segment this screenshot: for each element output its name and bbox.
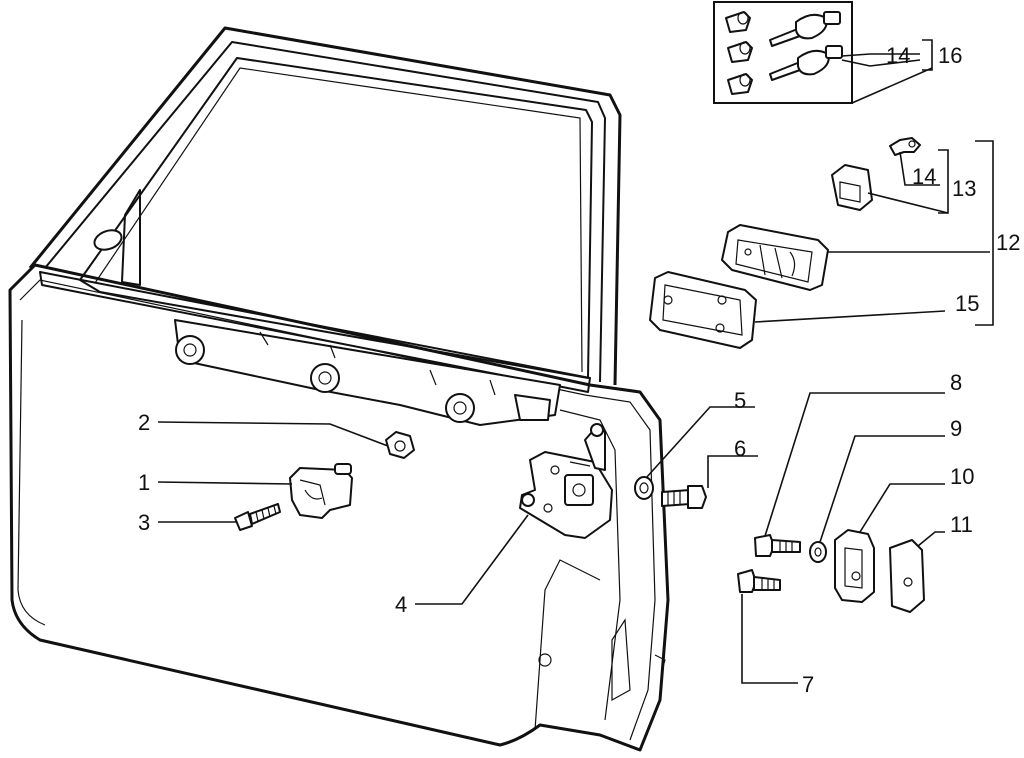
part-13-lock-button <box>831 164 873 211</box>
part-6-bolt <box>661 485 707 509</box>
callout-1: 1 <box>138 470 150 495</box>
regulator-rail <box>174 319 561 426</box>
lock-cylinder-2 <box>727 41 753 63</box>
part-3-screw <box>234 503 281 531</box>
part-2-nut <box>385 431 415 459</box>
callout-10: 10 <box>950 464 974 489</box>
callout-3: 3 <box>138 510 150 535</box>
callout-4: 4 <box>395 592 407 617</box>
callout-8: 8 <box>950 370 962 395</box>
part-9-washer <box>809 541 827 563</box>
callout-9: 9 <box>950 416 962 441</box>
callout-5: 5 <box>734 388 746 413</box>
lock-cylinder-3 <box>727 73 753 95</box>
callout-12: 12 <box>996 230 1020 255</box>
leader-lines <box>157 39 994 684</box>
callout-labels: 1 2 3 4 5 6 7 8 9 10 11 12 13 14 14 15 1… <box>138 43 1020 697</box>
window-frame <box>28 26 622 393</box>
callout-15: 15 <box>955 291 979 316</box>
part-8-bolt <box>754 534 801 557</box>
callout-16: 16 <box>938 43 962 68</box>
lock-cylinder-1 <box>725 11 751 33</box>
callout-7: 7 <box>802 672 814 697</box>
callout-2: 2 <box>138 410 150 435</box>
part-7-bolt <box>737 569 781 593</box>
key-kit-box <box>713 1 853 104</box>
part-11-plate <box>889 539 925 613</box>
part-4-door-latch <box>519 423 613 539</box>
callout-11: 11 <box>950 512 973 537</box>
part-1-handle-bracket <box>289 463 353 519</box>
callout-13: 13 <box>952 176 976 201</box>
part-12-inner-handle <box>721 224 829 291</box>
callout-6: 6 <box>734 436 746 461</box>
door-shell <box>8 263 670 752</box>
key-1 <box>769 11 841 47</box>
part-5-washer <box>634 476 654 500</box>
part-10-striker <box>834 529 875 603</box>
part-15-gasket <box>649 271 757 349</box>
callout-14-upper: 14 <box>886 43 910 68</box>
part-14-key <box>889 137 921 156</box>
callout-14-lower: 14 <box>912 164 936 189</box>
key-2 <box>769 45 843 81</box>
